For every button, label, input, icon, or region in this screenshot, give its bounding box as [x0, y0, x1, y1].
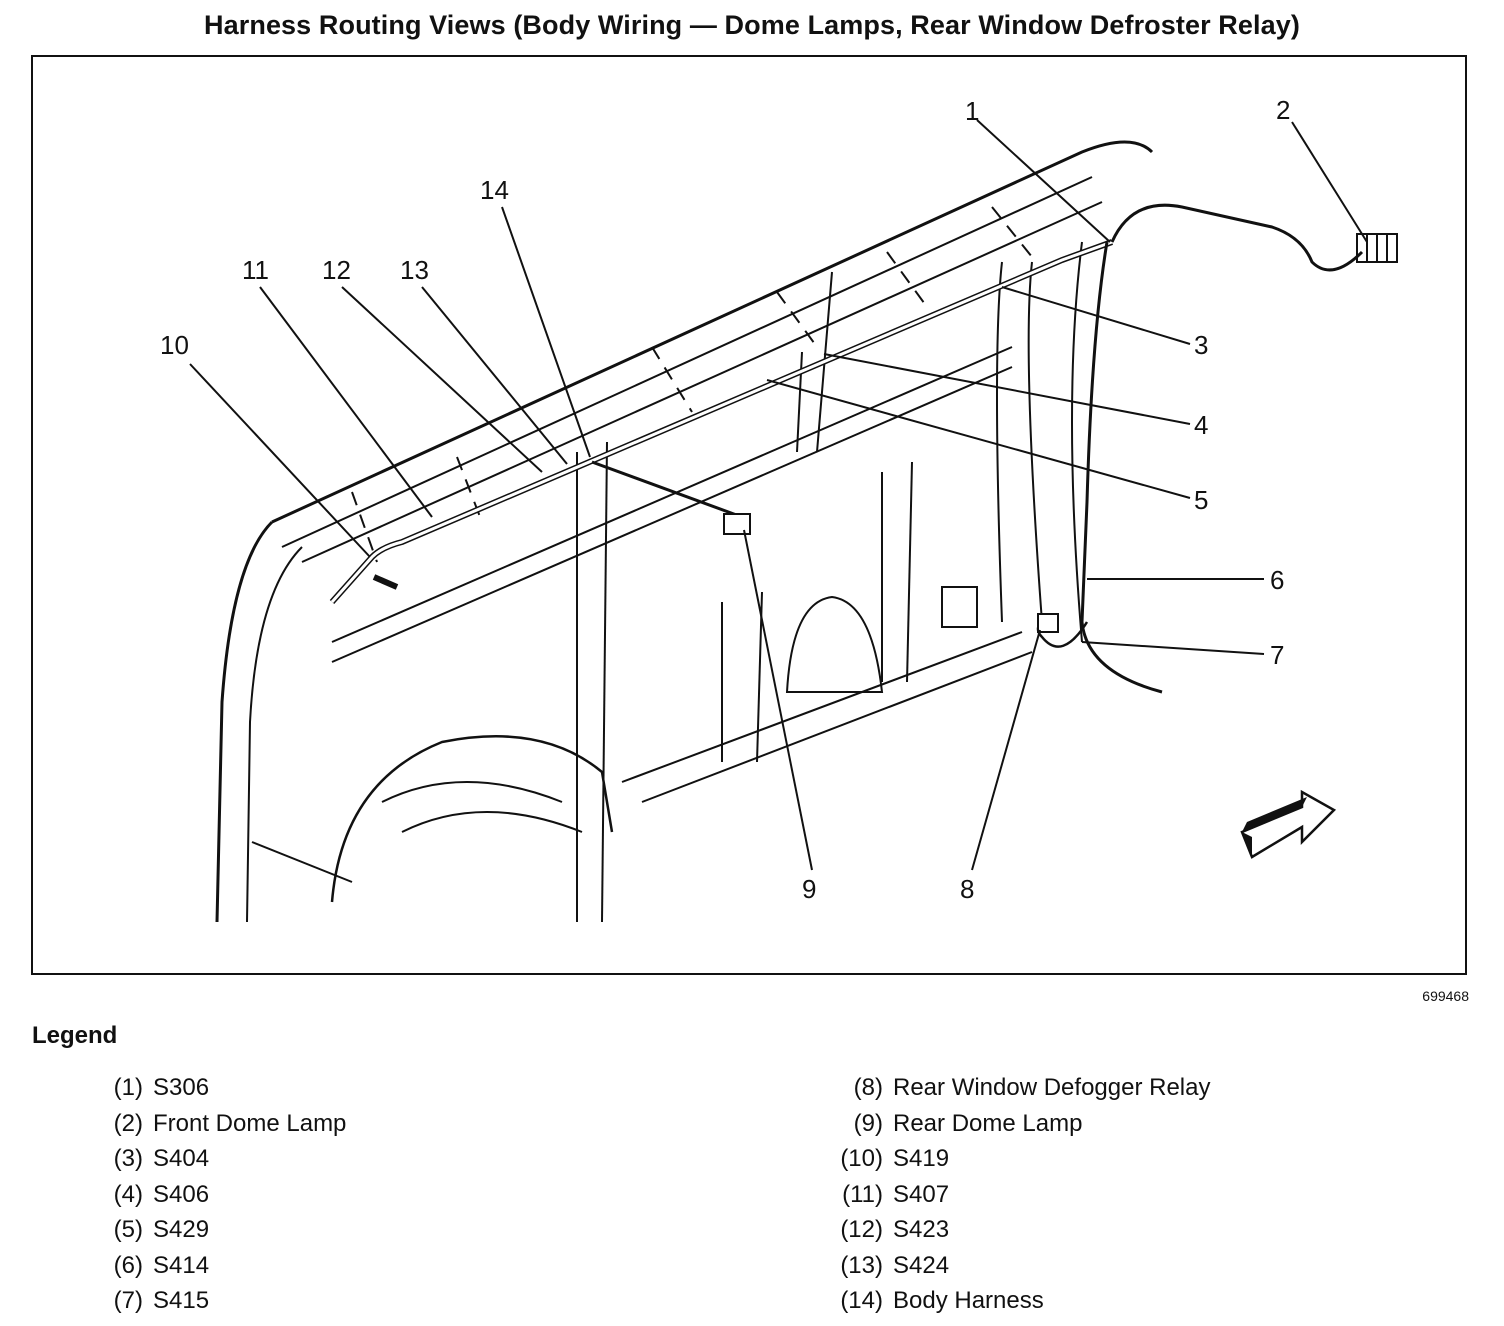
legend-label: S404 — [153, 1145, 210, 1172]
legend-label: Body Harness — [893, 1287, 1044, 1314]
legend-label: S424 — [893, 1251, 950, 1279]
body-structure — [215, 140, 1398, 923]
legend-number: (6) — [113, 1251, 143, 1279]
callout-10: 10 — [160, 330, 189, 360]
legend-number: (2) — [113, 1109, 143, 1137]
page-title: Harness Routing Views (Body Wiring — Dom… — [204, 10, 1300, 40]
legend-number: (10) — [840, 1145, 883, 1172]
legend-number: (5) — [113, 1216, 143, 1243]
legend-label: S415 — [153, 1287, 210, 1314]
figure-number: 699468 — [1422, 988, 1469, 1004]
callout-4: 4 — [1194, 410, 1208, 440]
leader-lines — [189, 119, 1368, 871]
legend-label: S414 — [153, 1251, 210, 1279]
legend-item: (14) Body Harness — [833, 1285, 1210, 1321]
legend-item: (5) S429 — [93, 1214, 346, 1250]
legend-item: (9) Rear Dome Lamp — [833, 1108, 1210, 1144]
body-harness — [329, 203, 1364, 694]
callout-labels: 1 2 3 4 5 6 7 8 9 10 11 12 13 14 — [160, 95, 1290, 904]
legend-item: (11) S407 — [833, 1179, 1210, 1215]
legend-number: (3) — [113, 1145, 143, 1172]
legend-number: (9) — [853, 1109, 883, 1137]
legend-number: (11) — [842, 1180, 883, 1208]
legend-item: (2) Front Dome Lamp — [93, 1108, 347, 1144]
callout-7: 7 — [1270, 640, 1284, 670]
legend-item: (10) S419 — [833, 1143, 1210, 1179]
legend-number: (8) — [853, 1074, 883, 1101]
callout-3: 3 — [1194, 330, 1208, 360]
forward-direction-arrow — [1240, 789, 1337, 859]
legend-number: (4) — [113, 1180, 143, 1208]
callout-12: 12 — [322, 255, 351, 285]
legend-label: S406 — [153, 1180, 210, 1208]
legend-item: (4) S406 — [93, 1179, 346, 1215]
callout-8: 8 — [960, 874, 974, 904]
legend-label: S306 — [153, 1074, 210, 1101]
legend-item: (13) S424 — [833, 1250, 1210, 1286]
callout-13: 13 — [400, 255, 429, 285]
harness-routing-diagram: 1 2 3 4 5 6 7 8 9 10 11 12 13 14 — [160, 95, 1398, 923]
legend-label: S429 — [153, 1216, 210, 1243]
legend-number: (14) — [840, 1287, 883, 1314]
callout-9: 9 — [802, 874, 816, 904]
legend-number: (1) — [113, 1074, 143, 1101]
legend-item: (7) S415 — [93, 1285, 346, 1321]
diagram-frame: 1 2 3 4 5 6 7 8 9 10 11 12 13 14 — [31, 55, 1467, 975]
legend-label: Rear Dome Lamp — [893, 1109, 1083, 1137]
legend-column-left: (1) S306 (2) Front Dome Lamp (3) S404 (4) S4… — [93, 1072, 347, 1321]
callout-6: 6 — [1270, 565, 1284, 595]
legend-item: (1) S306 — [93, 1072, 346, 1108]
legend-item: (12) S423 — [833, 1214, 1210, 1250]
callout-2: 2 — [1276, 95, 1290, 125]
legend-label: S423 — [893, 1216, 950, 1243]
legend-item: (8) Rear Window Defogger Relay — [833, 1072, 1211, 1108]
legend-label: S407 — [893, 1180, 950, 1208]
legend-label: Front Dome Lamp — [153, 1109, 347, 1137]
legend-label: Rear Window Defogger Relay — [893, 1074, 1211, 1101]
legend-column-right: (8) Rear Window Defogger Relay (9) Rear Do… — [833, 1072, 1210, 1321]
legend-number: (12) — [840, 1216, 883, 1243]
callout-5: 5 — [1194, 485, 1208, 515]
legend-number: (7) — [113, 1287, 143, 1314]
callout-1: 1 — [965, 96, 979, 126]
legend-heading: Legend — [32, 1022, 118, 1049]
legend-item: (6) S414 — [93, 1250, 346, 1286]
callout-14: 14 — [480, 175, 509, 205]
legend-label: S419 — [893, 1145, 950, 1172]
callout-11: 11 — [242, 255, 269, 285]
legend-item: (3) S404 — [93, 1143, 346, 1179]
legend-number: (13) — [840, 1251, 883, 1279]
